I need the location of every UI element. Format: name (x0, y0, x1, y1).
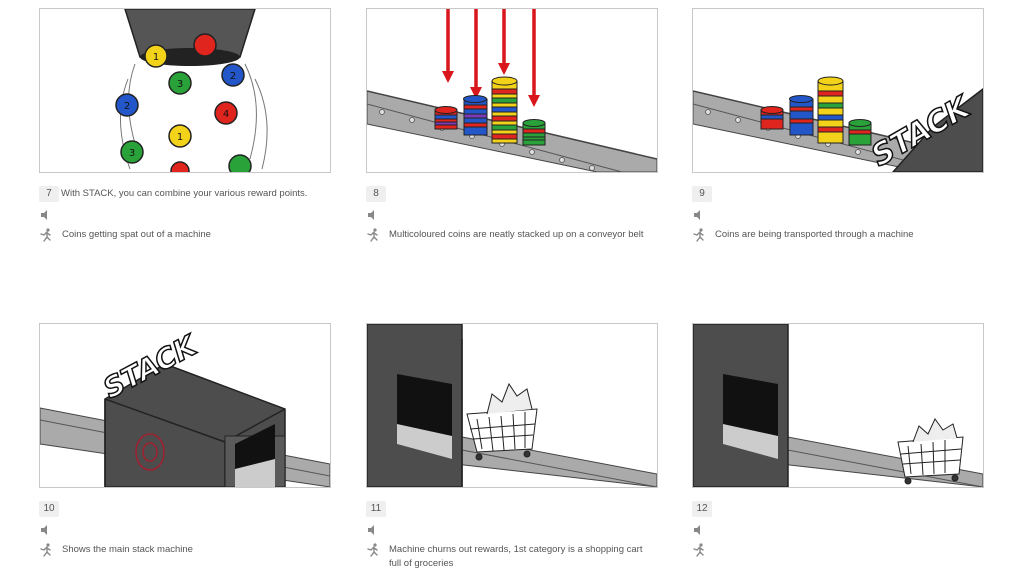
cart-moves-along-belt-illustration (693, 324, 983, 487)
speaker-icon (692, 523, 706, 537)
speaker-icon (692, 208, 706, 222)
panel-8-image[interactable] (366, 8, 658, 173)
running-figure-icon (366, 228, 380, 242)
panel-number: 10 (39, 501, 59, 517)
panel-7-image[interactable]: 1 2 3 4 1 2 3 (39, 8, 331, 173)
coin-label: 3 (129, 148, 135, 159)
stacked-coins-conveyor-illustration (367, 9, 657, 172)
action-row[interactable]: Shows the main stack machine (39, 543, 322, 557)
panel-9-image[interactable]: STACK (692, 8, 984, 173)
audio-row[interactable] (39, 208, 62, 222)
action-text: Shows the main stack machine (62, 544, 193, 555)
audio-row[interactable] (692, 208, 715, 222)
action-text: Coins are being transported through a ma… (715, 229, 914, 240)
coin-label: 1 (177, 132, 183, 143)
coin-label: 3 (177, 79, 183, 90)
action-row[interactable]: Machine churns out rewards, 1st category… (366, 543, 649, 571)
running-figure-icon (39, 543, 53, 557)
running-figure-icon (39, 228, 53, 242)
running-figure-icon (692, 543, 706, 557)
coin-label: 4 (223, 109, 229, 120)
panel-number: 11 (366, 501, 386, 517)
machine-outputs-cart-illustration (367, 324, 657, 487)
speaker-icon (366, 523, 380, 537)
action-text: Coins getting spat out of a machine (62, 229, 211, 240)
coin-label: 1 (153, 52, 159, 63)
panel-number: 8 (366, 186, 386, 202)
panel-12-image[interactable] (692, 323, 984, 488)
panel-caption[interactable]: With STACK, you can combine your various… (61, 188, 308, 199)
main-stack-machine-illustration: STACK (40, 327, 330, 487)
speaker-icon (39, 523, 53, 537)
coins-from-machine-illustration: 1 2 3 4 1 2 3 (115, 9, 268, 172)
action-row[interactable]: Coins are being transported through a ma… (692, 228, 975, 242)
audio-row[interactable] (39, 523, 62, 537)
audio-row[interactable] (366, 523, 389, 537)
running-figure-icon (692, 228, 706, 242)
coins-transported-illustration: STACK (693, 76, 983, 172)
panel-number: 12 (692, 501, 712, 517)
audio-row[interactable] (692, 523, 715, 537)
audio-row[interactable] (366, 208, 389, 222)
panel-11-image[interactable] (366, 323, 658, 488)
panel-10-image[interactable]: STACK (39, 323, 331, 488)
running-figure-icon (366, 543, 380, 557)
speaker-icon (39, 208, 53, 222)
action-text: Multicoloured coins are neatly stacked u… (389, 229, 644, 240)
coin-label: 2 (230, 71, 236, 82)
panel-number: 7 (39, 186, 59, 202)
action-text: Machine churns out rewards, 1st category… (389, 544, 643, 569)
action-row[interactable]: Coins getting spat out of a machine (39, 228, 322, 242)
speaker-icon (366, 208, 380, 222)
panel-number: 9 (692, 186, 712, 202)
action-row[interactable] (692, 543, 975, 557)
coin-label: 2 (124, 101, 130, 112)
action-row[interactable]: Multicoloured coins are neatly stacked u… (366, 228, 649, 242)
